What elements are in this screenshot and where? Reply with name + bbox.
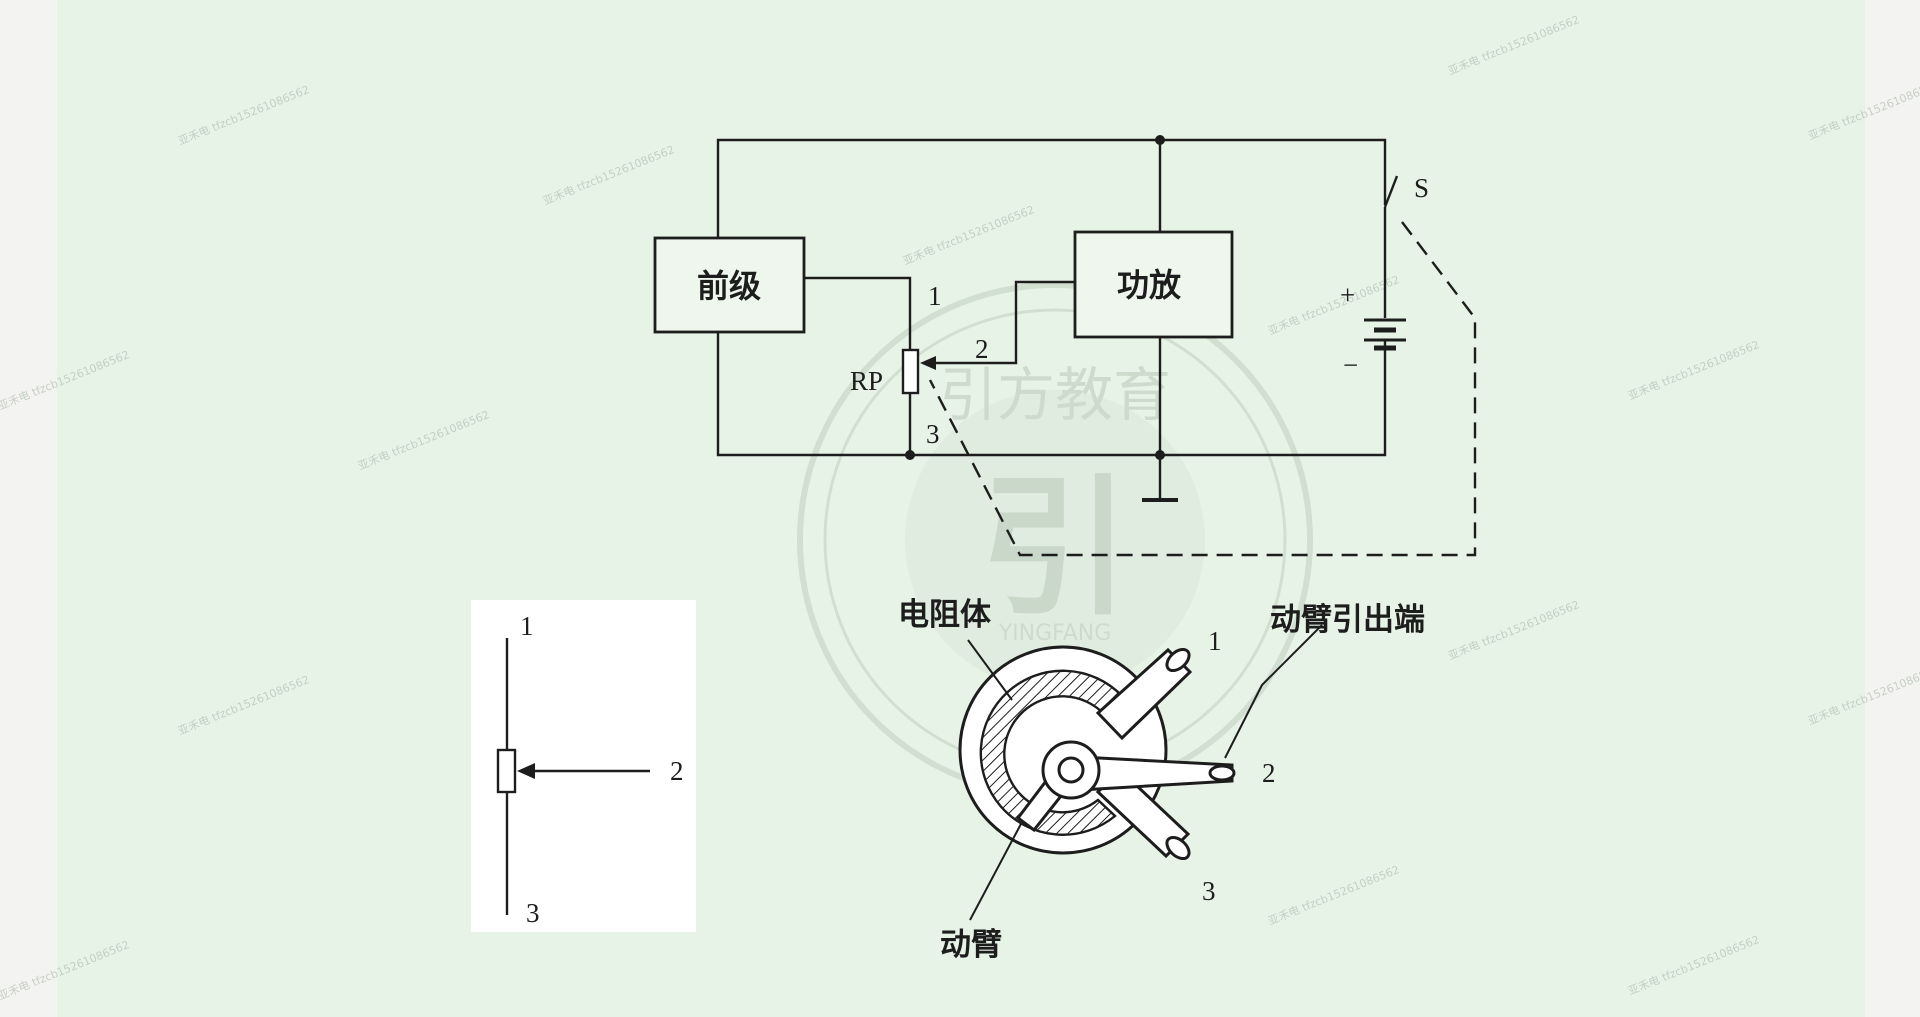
preamp-box	[653, 236, 806, 334]
symbol-pin3: 3	[526, 898, 540, 928]
symbol-resistor-body	[496, 748, 517, 794]
bottom-rail	[716, 332, 1387, 457]
center-hole	[1057, 756, 1085, 784]
symbol-pin1: 1	[520, 611, 534, 641]
preamp-output-wire	[804, 276, 912, 352]
pot-label: RP	[850, 366, 883, 396]
symbol-pin2: 2	[670, 756, 684, 786]
symbol-wiper-arrow	[517, 763, 535, 779]
junction-amp-ground	[1155, 450, 1165, 460]
leader-wiper	[969, 821, 1023, 921]
background-panel	[57, 0, 1865, 1017]
seal-top-text: 引方教育	[939, 361, 1171, 429]
pot-pin2-label: 2	[975, 334, 989, 364]
seal-watermark: 引方教育 引 YINGFANG	[797, 282, 1313, 798]
wiper-terminal-label: 动臂引出端	[1270, 602, 1425, 638]
pot-pin3-label: 3	[926, 419, 940, 449]
battery-minus: −	[1343, 350, 1358, 380]
terminal-1	[1095, 647, 1193, 741]
resistor-ring	[979, 669, 1124, 836]
switch-lever	[1383, 175, 1399, 208]
seal-bottom-text: YINGFANG	[998, 621, 1112, 646]
switch-linkage-dashed	[928, 221, 1477, 557]
seal-center-text: 引	[980, 462, 1130, 636]
pot-pin1-label: 1	[928, 281, 942, 311]
circuit-diagram: 前级 功放 S + − RP 1 2 3	[653, 135, 1477, 557]
leader-wiper-terminal	[1224, 624, 1323, 759]
leader-resistor-body	[967, 639, 1013, 701]
wiper-wire	[934, 280, 1075, 365]
battery-plus: +	[1340, 280, 1355, 310]
resistor-body-label: 电阻体	[898, 597, 991, 633]
switch-label: S	[1414, 173, 1429, 203]
preamp-label: 前级	[697, 267, 761, 305]
drawing-pin1: 1	[1208, 626, 1222, 656]
potentiometer-rp-body	[901, 348, 920, 395]
junction-top	[1155, 135, 1165, 145]
drawing-pin3: 3	[1202, 876, 1216, 906]
junction-pot-ground	[905, 450, 915, 460]
amplifier-label: 功放	[1117, 266, 1182, 304]
potentiometer-construction: 电阻体 动臂引出端 动臂 1 2 3	[898, 597, 1425, 963]
top-rail	[716, 138, 1387, 255]
wiper-label: 动臂	[940, 927, 1002, 963]
wiper-arrow	[920, 356, 936, 370]
potentiometer-symbol: 1 2 3	[471, 600, 696, 932]
amplifier-box	[1073, 230, 1234, 339]
drawing-pin2: 2	[1262, 758, 1276, 788]
